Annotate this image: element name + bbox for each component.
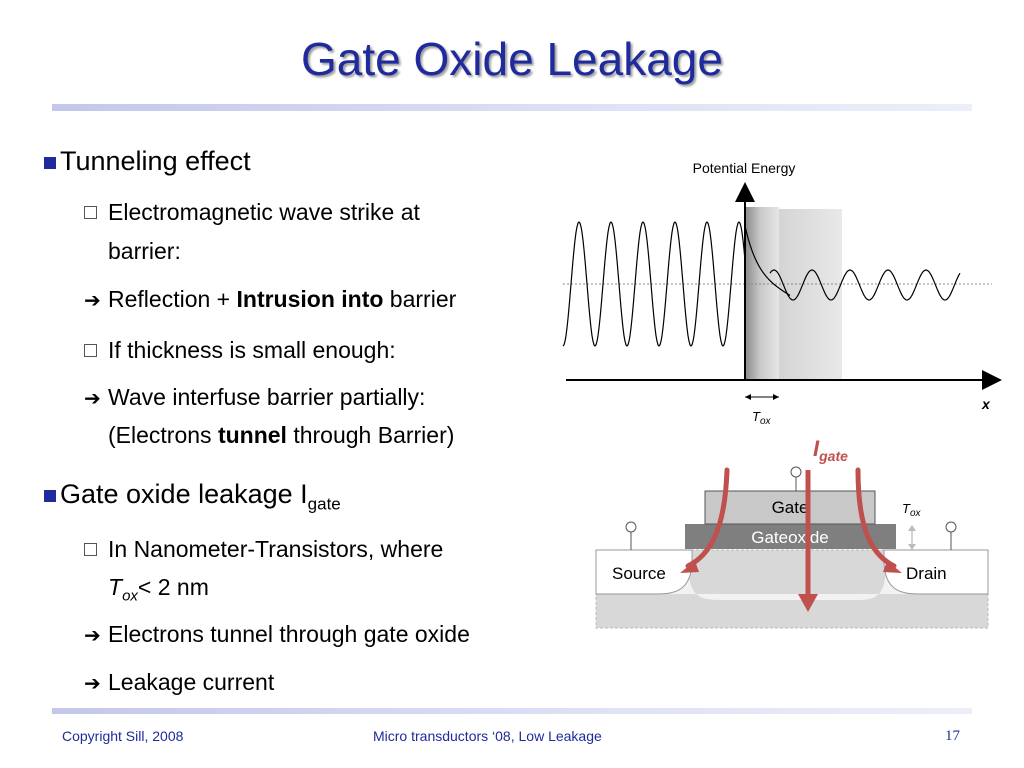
transmitted-wave xyxy=(769,269,961,301)
slide-title: Gate Oxide Leakage xyxy=(301,33,723,85)
source-label: Source xyxy=(612,564,666,583)
source-region xyxy=(595,549,693,595)
barrier-region xyxy=(745,207,779,379)
gate-label: Gate xyxy=(772,498,809,517)
arrow-leakage-current: Leakage current xyxy=(108,669,275,695)
decaying-wave xyxy=(744,225,791,296)
sub-electromagnetic-cont: barrier: xyxy=(108,238,181,264)
bullet-square-icon xyxy=(44,490,56,502)
sub-electromagnetic: Electromagnetic wave strike at xyxy=(108,199,420,225)
gate-terminal-icon xyxy=(790,466,802,478)
hollow-square-icon xyxy=(84,206,97,219)
arrow-right-icon: ➔ xyxy=(84,290,101,312)
bullet-gate-leakage: Gate oxide leakage Igate xyxy=(60,479,341,514)
bullet-square-icon xyxy=(44,157,56,169)
arrow-reflection: Reflection + Intrusion into barrier xyxy=(108,286,457,312)
arrow-right-icon: ➔ xyxy=(84,625,101,647)
hollow-square-icon xyxy=(84,543,97,556)
potential-energy-label: Potential Energy xyxy=(693,160,796,176)
sub-thickness: If thickness is small enough: xyxy=(108,337,396,363)
drain-terminal-icon xyxy=(945,521,957,533)
arrow-interfuse: Wave interfuse barrier partially: xyxy=(108,384,426,410)
drain-label: Drain xyxy=(906,564,947,583)
sub-nanometer: In Nanometer-Transistors, where xyxy=(108,536,444,562)
sub-nanometer-cont: Tox< 2 nm xyxy=(108,574,209,605)
footer-divider xyxy=(52,708,972,714)
page-number: 17 xyxy=(945,728,960,744)
tox-label-top: Tox xyxy=(752,409,772,427)
barrier-region-extended xyxy=(779,209,842,379)
arrow-electrons-tunnel: Electrons tunnel through gate oxide xyxy=(108,621,470,647)
tox-side-arrowheads xyxy=(908,525,916,550)
leakage-arrowhead-right xyxy=(883,561,902,573)
gateoxide-label: Gateoxide xyxy=(751,528,829,547)
arrow-right-icon: ➔ xyxy=(84,673,101,695)
leakage-arrowhead-left xyxy=(680,561,699,573)
footer-center: Micro transductors ‘08, Low Leakage xyxy=(373,728,602,744)
incident-wave xyxy=(562,221,746,347)
gate-electrode xyxy=(704,490,876,525)
hollow-square-icon xyxy=(84,344,97,357)
arrow-interfuse-cont: (Electrons tunnel through Barrier) xyxy=(108,422,455,448)
tox-label-side: Tox xyxy=(902,501,922,519)
leakage-arrowhead-center xyxy=(798,594,818,612)
footer-copyright: Copyright Sill, 2008 xyxy=(62,728,184,744)
bullet-tunneling: Tunneling effect xyxy=(60,146,251,176)
x-axis-label: x xyxy=(981,396,991,412)
source-terminal-icon xyxy=(625,521,637,533)
igate-label: Igate xyxy=(813,436,848,464)
title-divider xyxy=(52,104,972,111)
arrow-right-icon: ➔ xyxy=(84,388,101,410)
